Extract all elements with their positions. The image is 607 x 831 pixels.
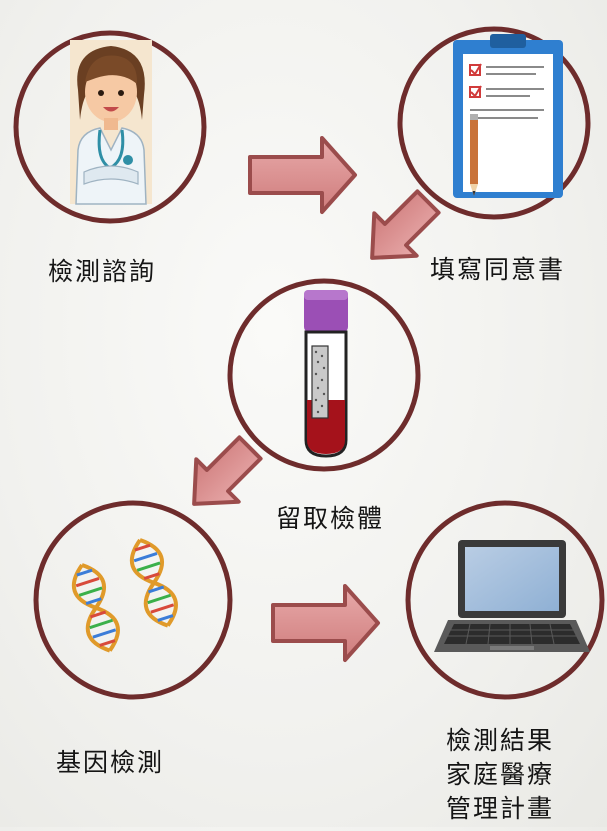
clipboard-icon: [453, 34, 563, 198]
laptop-icon: [434, 540, 590, 652]
step-label-sample: 留取檢體: [276, 504, 385, 533]
arrow-sample-to-genetic: [192, 435, 263, 506]
blood-tube-icon: [304, 290, 348, 458]
arrow-consult-to-consent: [248, 136, 357, 214]
arrow-genetic-to-result: [271, 584, 380, 662]
step-circle-consent: [397, 26, 591, 220]
step-label-genetic: 基因檢測: [56, 748, 165, 777]
result-label-line-2: 家庭醫療: [446, 760, 555, 789]
result-label-line-1: 檢測結果: [446, 726, 555, 755]
step-circle-result: [405, 500, 605, 700]
step-circle-consult: [13, 30, 207, 224]
step-label-consult: 檢測諮詢: [48, 257, 157, 286]
step-label-consent: 填寫同意書: [430, 255, 566, 284]
step-label-result: 檢測結果 家庭醫療 管理計畫: [446, 724, 554, 826]
dna-icon: [71, 538, 178, 653]
doctor-icon: [70, 40, 152, 205]
result-label-line-3: 管理計畫: [446, 794, 555, 823]
step-circle-sample: [227, 278, 421, 472]
step-circle-genetic: [33, 500, 233, 700]
arrow-consent-to-sample: [370, 189, 441, 260]
